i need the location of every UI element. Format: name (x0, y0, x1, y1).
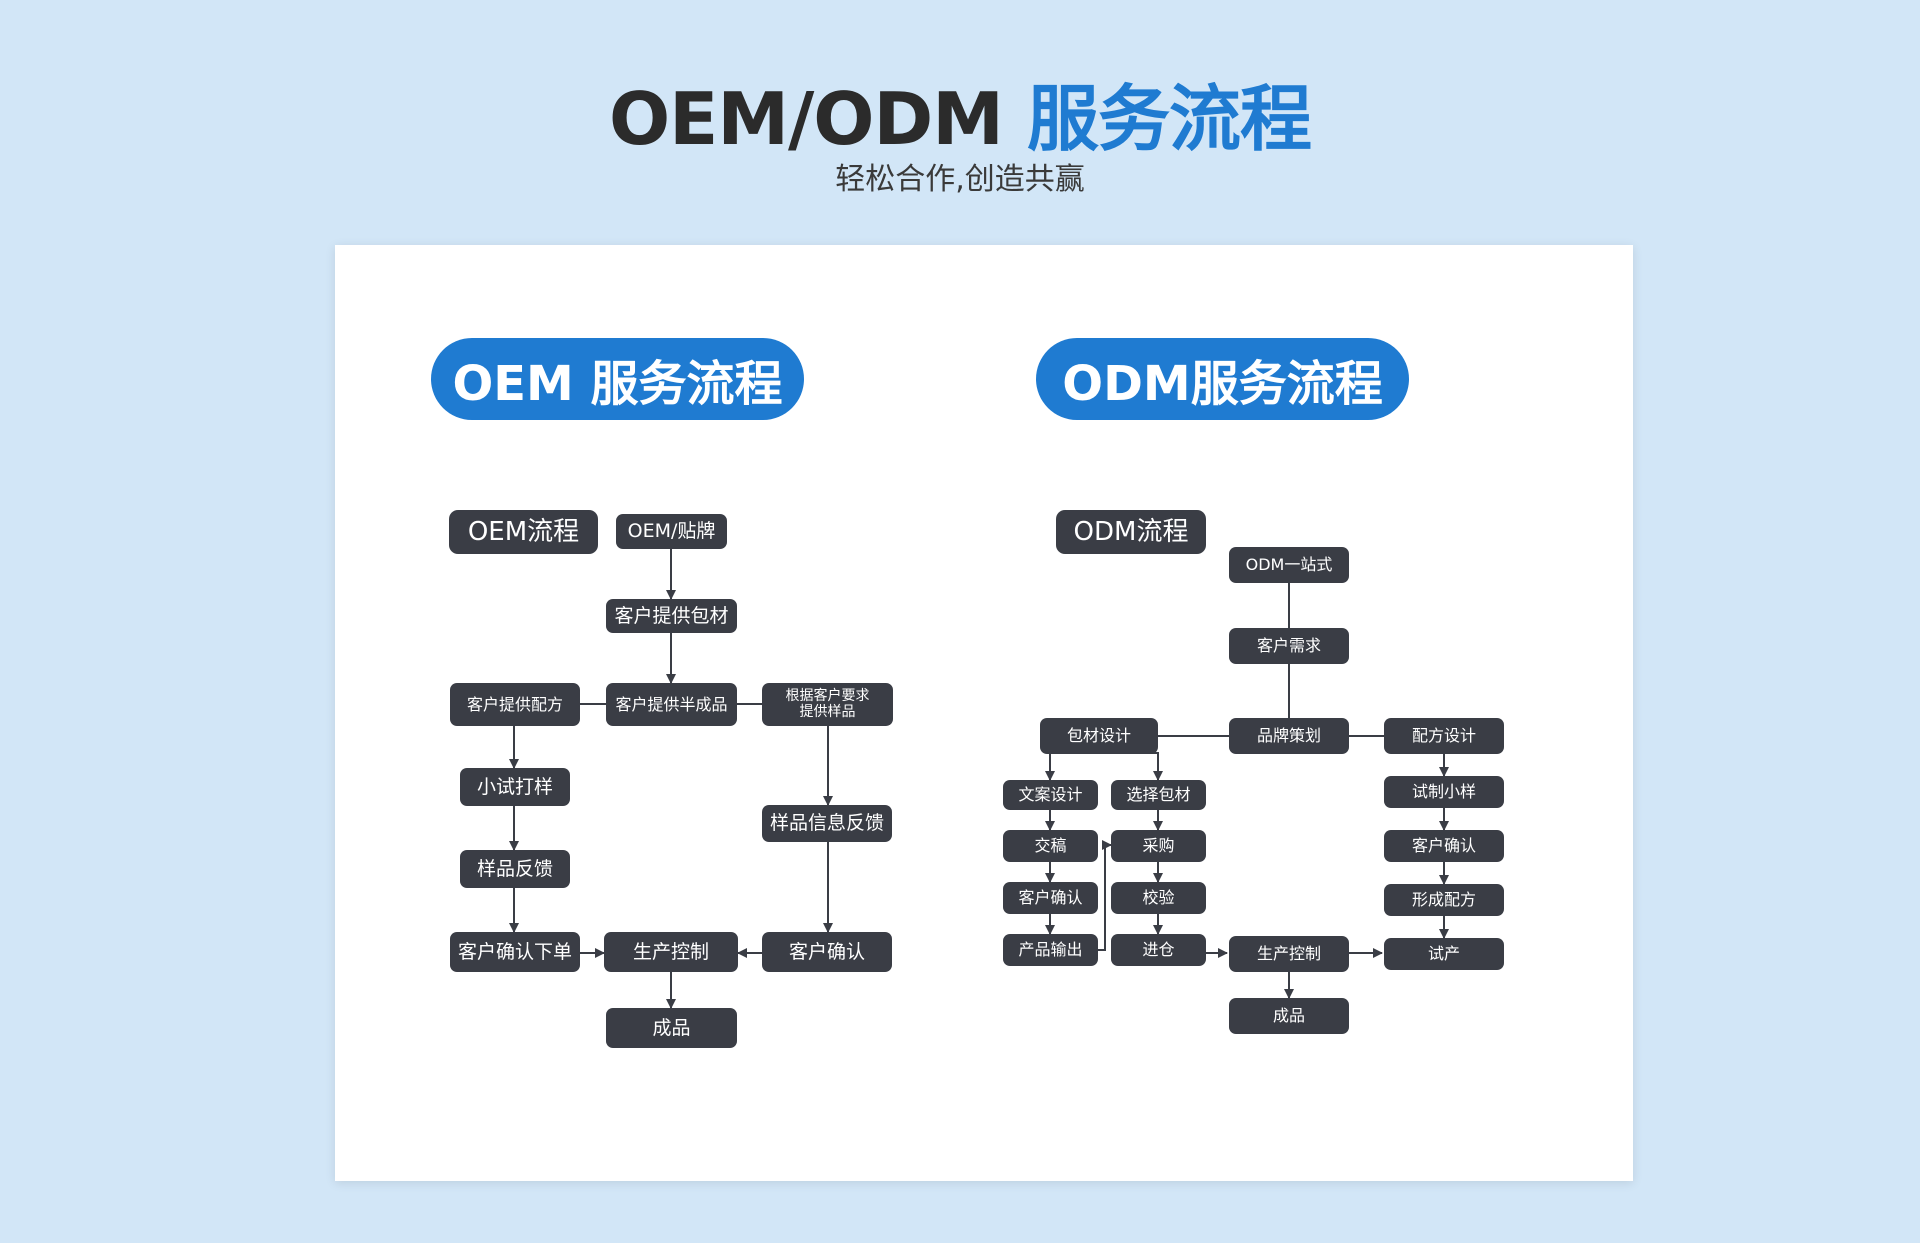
oem-node-sample-info-feedback: 样品信息反馈 (762, 805, 892, 842)
odm-node-start: ODM一站式 (1229, 547, 1349, 583)
odm-node-confirm-right: 客户确认 (1384, 830, 1504, 862)
odm-node-packaging-design: 包材设计 (1040, 718, 1158, 754)
oem-node-small-trial: 小试打样 (460, 768, 570, 806)
oem-node-sample-feedback: 样品反馈 (460, 850, 570, 888)
odm-node-formula-design: 配方设计 (1384, 718, 1504, 754)
odm-node-trial-production: 试产 (1384, 938, 1504, 970)
oem-node-sample-request: 根据客户要求 提供样品 (762, 683, 893, 726)
odm-node-form-formula: 形成配方 (1384, 884, 1504, 916)
odm-node-submit: 交稿 (1003, 830, 1098, 862)
odm-node-output: 产品输出 (1003, 934, 1098, 966)
odm-node-verify: 校验 (1111, 882, 1206, 914)
odm-node-demand: 客户需求 (1229, 628, 1349, 664)
title-highlight: 服务流程 (1027, 77, 1312, 161)
odm-node-purchase: 采购 (1111, 830, 1206, 862)
oem-node-customer-confirm: 客户确认 (762, 932, 892, 972)
odm-node-brand: 品牌策划 (1229, 718, 1349, 754)
oem-node-provide-packaging: 客户提供包材 (606, 599, 737, 633)
odm-node-production: 生产控制 (1229, 936, 1349, 972)
odm-line-output-purchase (1098, 840, 1112, 951)
oem-node-finished: 成品 (606, 1008, 737, 1048)
odm-flow-label: ODM流程 (1056, 510, 1206, 554)
oem-node-production: 生产控制 (604, 932, 738, 972)
page-title: OEM/ODM 服务流程 (0, 60, 1920, 165)
oem-node-provide-formula: 客户提供配方 (450, 683, 580, 726)
odm-node-copy-design: 文案设计 (1003, 780, 1098, 810)
oem-node-confirm-order: 客户确认下单 (450, 932, 580, 972)
odm-node-warehouse: 进仓 (1111, 934, 1206, 966)
oem-node-start: OEM/贴牌 (616, 514, 727, 549)
odm-node-trial-sample: 试制小样 (1384, 776, 1504, 808)
page-subtitle: 轻松合作,创造共赢 (835, 162, 1085, 197)
oem-section-pill: OEM 服务流程 (431, 338, 804, 420)
odm-node-choose-packaging: 选择包材 (1111, 780, 1206, 810)
odm-node-confirm-left: 客户确认 (1003, 882, 1098, 914)
odm-node-finished: 成品 (1229, 998, 1349, 1034)
odm-line-pkg-branch (1049, 752, 1159, 762)
odm-section-pill: ODM服务流程 (1036, 338, 1409, 420)
oem-node-provide-semi: 客户提供半成品 (606, 683, 737, 726)
oem-flow-label: OEM流程 (449, 510, 598, 554)
title-prefix: OEM/ODM (608, 77, 1004, 161)
